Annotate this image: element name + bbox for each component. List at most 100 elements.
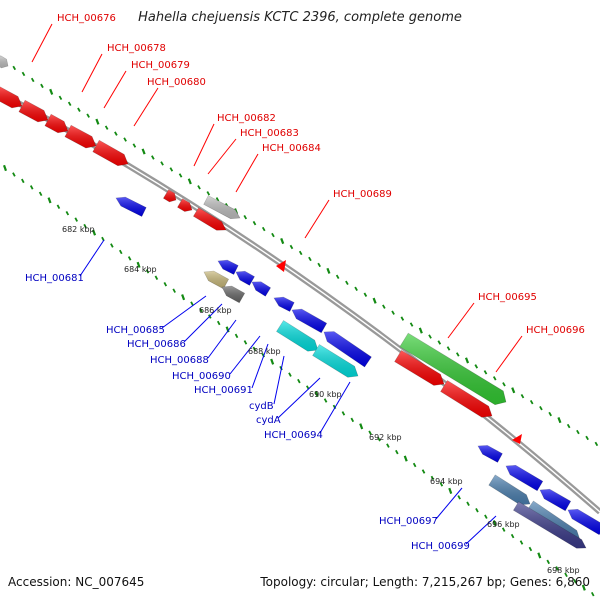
scale-tick [501, 527, 506, 532]
gene-arrow-shade [478, 445, 503, 463]
scale-tick [181, 294, 186, 301]
gene-label[interactable]: HCH_00694 [264, 430, 323, 441]
gene-arrow-shade [44, 114, 68, 133]
scale-tick [585, 435, 589, 441]
scale-tick [412, 462, 417, 468]
label-leader-line [133, 87, 159, 127]
marker-icon [276, 260, 286, 272]
scale-tick [104, 125, 109, 130]
gene-label[interactable]: HCH_00683 [240, 128, 299, 139]
scale-tick [29, 185, 34, 190]
gene-label[interactable]: HCH_00696 [526, 325, 585, 336]
label-leader-line [319, 381, 351, 434]
gene-label[interactable]: cydA [256, 415, 281, 426]
scale-tick [83, 223, 87, 229]
scale-tick [49, 88, 54, 95]
scale-tick [421, 469, 426, 474]
gene-arrow-shade [568, 509, 600, 535]
scale-tick [243, 214, 248, 220]
scale-tick [428, 334, 432, 339]
gene-label[interactable]: HCH_00679 [131, 60, 190, 71]
gene-arrow-shade [218, 260, 239, 275]
scale-tick [335, 274, 340, 280]
scale-tick [368, 430, 372, 435]
gene-arrow-shade [394, 350, 444, 386]
scale-tick [314, 390, 319, 398]
gene-label[interactable]: HCH_00688 [150, 355, 209, 366]
scale-tick [350, 417, 355, 423]
scale-label: 684 kbp [124, 265, 157, 274]
gene-label[interactable]: HCH_00690 [172, 371, 231, 382]
gene-arrow-shade [252, 281, 271, 297]
scale-tick [519, 540, 524, 545]
scale-tick [359, 423, 364, 430]
gene-arrow-shade [222, 286, 245, 303]
gene-arrow-shade [177, 198, 192, 212]
gene-label[interactable]: HCH_00686 [127, 339, 186, 350]
gene-arrow-shade [488, 474, 530, 505]
scale-tick [395, 449, 399, 455]
scale-tick [298, 250, 303, 256]
gene-label[interactable]: HCH_00678 [107, 43, 166, 54]
scale-tick [123, 137, 127, 142]
gene-label[interactable]: cydB [249, 401, 274, 412]
gene-label[interactable]: HCH_00695 [478, 292, 537, 303]
gene-arrow-shade [399, 333, 506, 405]
scale-tick [566, 423, 571, 429]
label-leader-line [31, 23, 53, 63]
gene-label[interactable]: HCH_00689 [333, 189, 392, 200]
gene-label[interactable]: HCH_00685 [106, 325, 165, 336]
scale-tick [47, 197, 52, 204]
scale-tick [95, 118, 100, 125]
scale-tick [288, 372, 292, 377]
label-leader-line [273, 355, 285, 405]
gene-arrow-shade [163, 189, 176, 202]
gene-label[interactable]: HCH_00699 [411, 541, 470, 552]
scale-tick [430, 475, 435, 481]
scale-tick [464, 357, 470, 364]
scale-tick [377, 436, 381, 442]
scale-tick [145, 269, 150, 274]
scale-tick [119, 249, 123, 255]
scale-tick [30, 77, 35, 83]
gene-arrow-shade [312, 344, 358, 378]
scale-tick [280, 237, 285, 245]
scale-tick [92, 229, 97, 236]
scale-tick [77, 107, 81, 112]
scale-tick [65, 210, 70, 216]
gene-label[interactable]: HCH_00682 [217, 113, 276, 124]
gene-label[interactable]: HCH_00681 [25, 273, 84, 284]
scale-tick [372, 297, 377, 304]
scale-tick [475, 508, 479, 513]
gene-arrow-shade [292, 309, 327, 333]
scale-tick [345, 280, 349, 286]
gene-arrow-shade [116, 197, 147, 217]
scale-tick [446, 346, 451, 351]
gene-label[interactable]: HCH_00697 [379, 516, 438, 527]
scale-tick [56, 204, 61, 209]
scale-tick [297, 378, 301, 384]
scale-tick [252, 346, 257, 352]
scale-tick [537, 552, 542, 559]
tick-layer [2, 58, 599, 597]
scale-tick [110, 243, 114, 248]
scale-tick [58, 95, 63, 101]
label-leader-line [193, 123, 215, 167]
gene-label[interactable]: HCH_00691 [194, 385, 253, 396]
scale-tick [483, 370, 488, 375]
label-leader-line [447, 302, 475, 339]
gene-label[interactable]: HCH_00680 [147, 77, 206, 88]
gene-layer [0, 55, 600, 549]
scale-tick [409, 322, 414, 327]
scale-tick [455, 352, 460, 357]
gene-arrow-shade [440, 380, 492, 418]
scale-label: 694 kbp [430, 477, 463, 486]
scale-label: 692 kbp [369, 433, 402, 442]
gene-label[interactable]: HCH_00676 [57, 13, 116, 24]
scale-tick [21, 71, 26, 77]
scale-tick [271, 232, 275, 238]
gene-label[interactable]: HCH_00684 [262, 143, 321, 154]
scale-tick [403, 455, 408, 462]
scale-tick [2, 164, 8, 172]
scale-tick [187, 178, 192, 185]
